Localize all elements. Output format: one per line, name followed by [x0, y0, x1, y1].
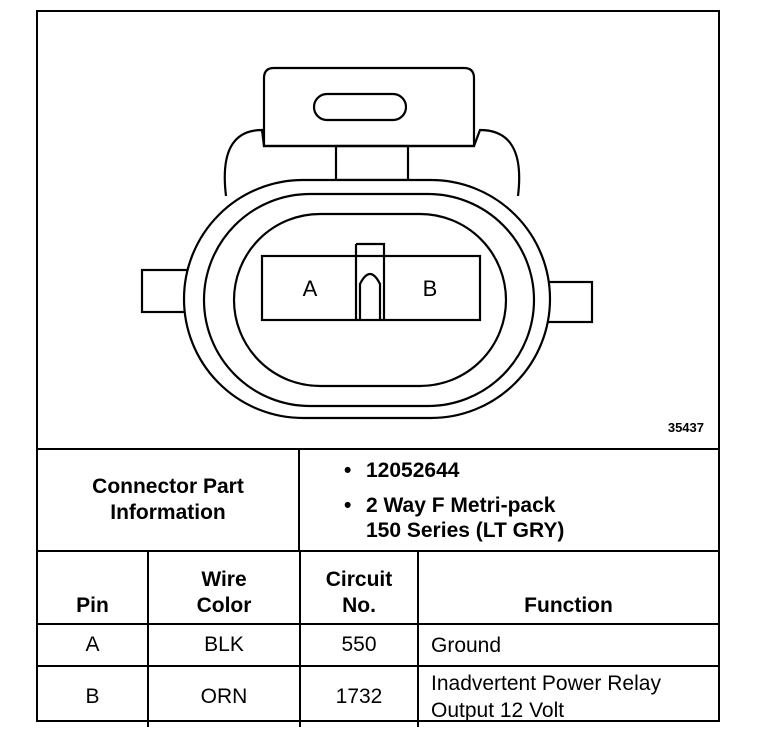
- latch-tab: [262, 66, 476, 148]
- connector-diagram: A B: [140, 66, 594, 420]
- connector-info: Connector Part Information 12052644 2 Wa…: [38, 448, 718, 552]
- header-function: Function: [417, 552, 718, 625]
- outer-ring: [182, 178, 552, 420]
- center-key: [354, 242, 386, 256]
- cell-circuit: 550: [299, 623, 419, 667]
- right-ear: [544, 280, 594, 324]
- cell-wire-color: BLK: [147, 623, 301, 667]
- latch-slot: [312, 92, 408, 122]
- header-pin: Pin: [38, 552, 149, 625]
- pin-label-a: A: [303, 276, 318, 301]
- table-row: A BLK 550 Ground: [38, 623, 718, 667]
- table-row: B ORN 1732 Inadvertent Power Relay Outpu…: [38, 665, 718, 727]
- connector-type: 2 Way F Metri-pack 150 Series (LT GRY): [342, 493, 718, 543]
- middle-ring: [202, 192, 536, 408]
- connector-info-title: Connector Part Information: [38, 450, 300, 550]
- cell-wire-color: ORN: [147, 665, 301, 727]
- back-shell: [223, 128, 521, 197]
- cell-function: Ground: [417, 623, 718, 667]
- connector-figure-frame: A B 35437 Connector Part Information 120…: [36, 10, 720, 727]
- inner-ring: [232, 212, 508, 388]
- pin-label-b: B: [423, 276, 438, 301]
- connector-info-bullets: 12052644 2 Way F Metri-pack 150 Series (…: [300, 450, 718, 550]
- part-number: 12052644: [342, 458, 718, 483]
- cell-circuit: 1732: [299, 665, 419, 727]
- left-ear: [140, 268, 190, 314]
- cell-function: Inadvertent Power Relay Output 12 Volt: [417, 665, 718, 727]
- pin-cavity: [260, 254, 482, 322]
- latch-neck: [334, 144, 410, 182]
- figure-number: 35437: [667, 420, 704, 435]
- cell-pin: A: [38, 623, 149, 667]
- cell-pin: B: [38, 665, 149, 727]
